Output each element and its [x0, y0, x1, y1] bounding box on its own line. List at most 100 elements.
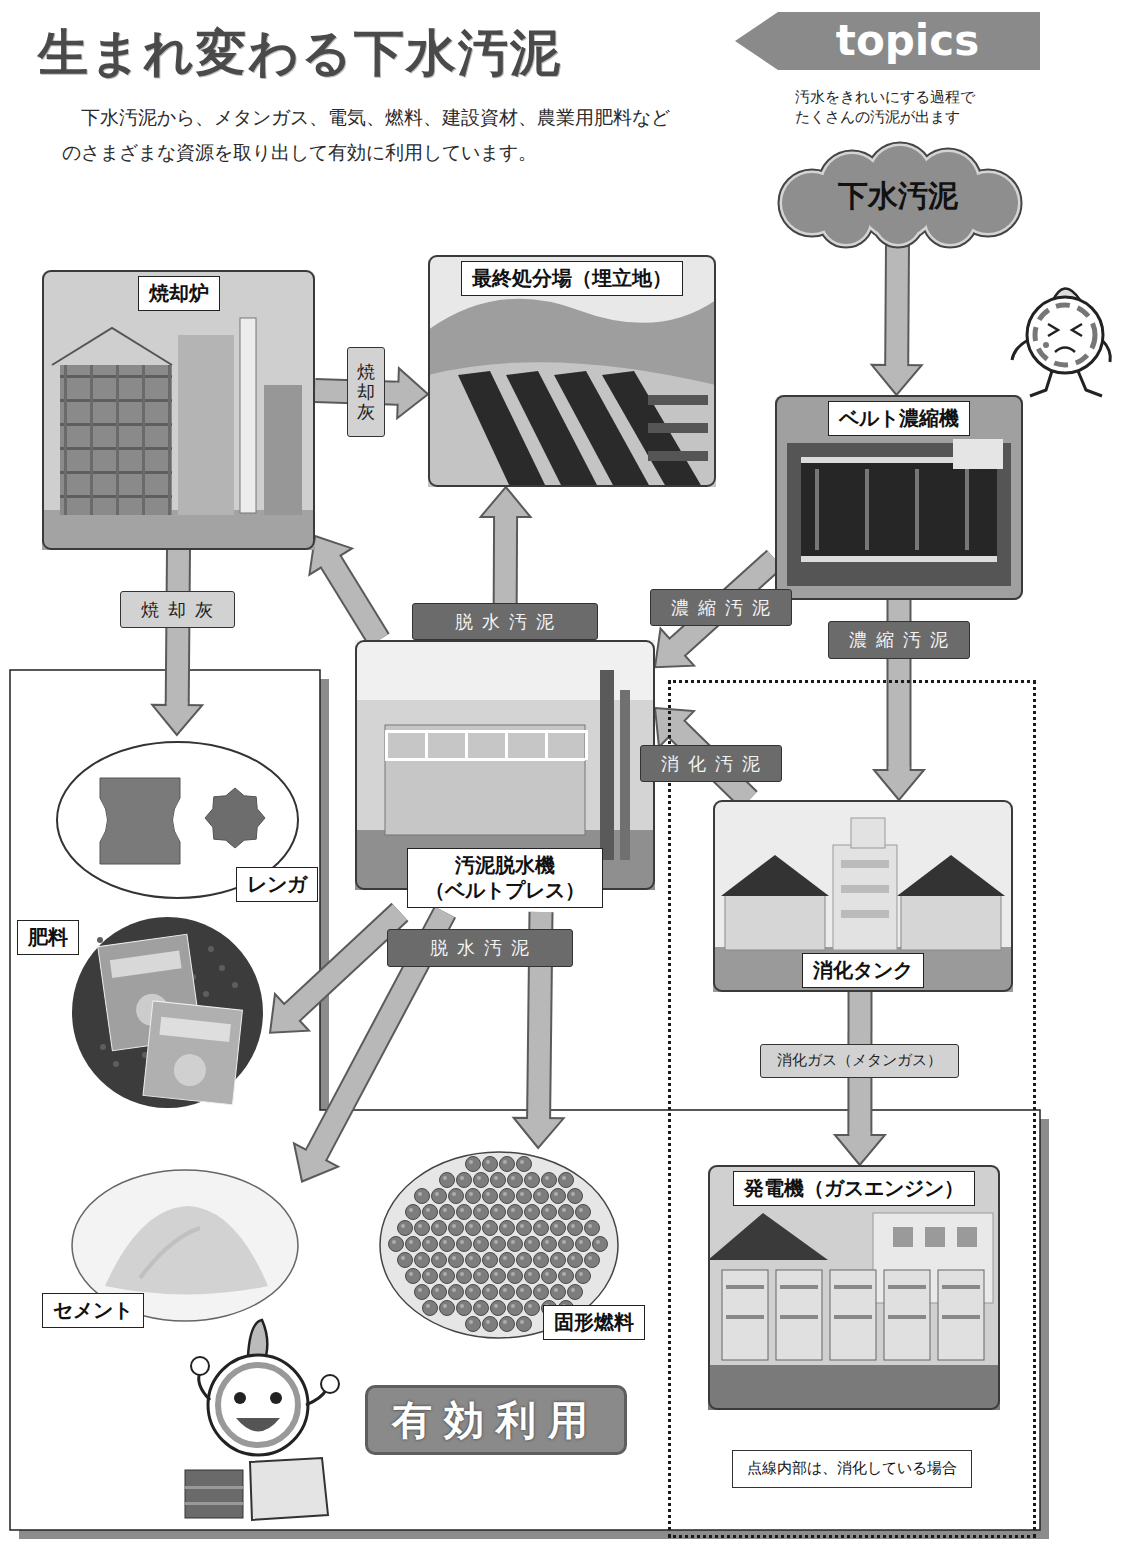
- pellet-shine: [511, 1240, 515, 1244]
- pellet: [551, 1221, 566, 1236]
- pellet: [491, 1205, 506, 1220]
- pellet: [466, 1253, 481, 1268]
- pellet-shine: [435, 1192, 439, 1196]
- vent: [942, 1285, 980, 1289]
- pellet-shine: [392, 1240, 396, 1244]
- soil-speck: [113, 1061, 119, 1067]
- pellet: [576, 1237, 591, 1252]
- pellet: [440, 1269, 455, 1284]
- topics-tag-holder: topics: [775, 12, 1040, 70]
- engine-unit: [830, 1270, 876, 1360]
- pellet: [500, 1221, 515, 1236]
- pellet: [534, 1189, 549, 1204]
- pellet: [415, 1189, 430, 1204]
- pellet-shine: [545, 1208, 549, 1212]
- pellet-shine: [494, 1208, 498, 1212]
- pellet: [483, 1221, 498, 1236]
- mascot-leg: [1030, 371, 1052, 396]
- pellet: [542, 1237, 557, 1252]
- mascot-worried: [1012, 288, 1110, 396]
- tower: [178, 335, 234, 515]
- pellet-shine: [571, 1288, 575, 1292]
- pellet-shine: [537, 1192, 541, 1196]
- pellet: [542, 1269, 557, 1284]
- pellet: [415, 1221, 430, 1236]
- pellet: [483, 1317, 498, 1332]
- pellet-shine: [562, 1240, 566, 1244]
- pellet: [568, 1285, 583, 1300]
- pellet: [432, 1253, 447, 1268]
- title-holder: 生まれ変わる下水汚泥: [38, 20, 562, 87]
- photo: [42, 270, 315, 550]
- soil-speck: [219, 965, 225, 971]
- pellet-shine: [486, 1256, 490, 1260]
- node-label: 下水汚泥: [838, 178, 958, 214]
- railing: [385, 758, 585, 761]
- pellet: [423, 1269, 438, 1284]
- edge-label-holder: 脱水汚泥: [412, 603, 598, 640]
- label-holder: 点線内部は、消化している場合: [732, 1450, 972, 1488]
- pellet-shine: [426, 1240, 430, 1244]
- pellet: [534, 1253, 549, 1268]
- arrow-joint: [889, 767, 910, 776]
- pellet: [525, 1237, 540, 1252]
- pellet: [440, 1205, 455, 1220]
- edge-label: 濃縮汚泥: [650, 589, 792, 626]
- engine-unit: [884, 1270, 930, 1360]
- pellet-shine: [418, 1256, 422, 1260]
- mascot-arm: [199, 1372, 210, 1400]
- pellet-shine: [452, 1288, 456, 1292]
- brick-stack: [185, 1470, 243, 1518]
- arrow-joint: [288, 1010, 295, 1016]
- pellet: [398, 1221, 413, 1236]
- label-holder: 下水汚泥: [838, 178, 958, 214]
- arrow-joint: [849, 1132, 870, 1141]
- topics-tag: topics: [775, 12, 1040, 70]
- pellet: [559, 1269, 574, 1284]
- mascot-hand: [191, 1357, 209, 1375]
- pellet-shine: [579, 1272, 583, 1276]
- pellet-shine: [486, 1320, 490, 1324]
- intro-text: 下水汚泥から、メタンガス、電気、燃料、建設資材、農業用肥料など のさまざまな資源…: [62, 100, 681, 170]
- mascot-eye: [1072, 324, 1082, 336]
- pellet: [491, 1173, 506, 1188]
- pellet: [517, 1285, 532, 1300]
- pellet-shine: [545, 1176, 549, 1180]
- tank-roof: [721, 855, 829, 896]
- pellet: [423, 1205, 438, 1220]
- arrow-shaft: [886, 243, 908, 365]
- pellet-shine: [503, 1224, 507, 1228]
- pellet: [483, 1189, 498, 1204]
- label-holder: 最終処分場（埋立地）: [461, 261, 683, 296]
- landfill-photo: 最終処分場（埋立地）: [428, 255, 716, 487]
- pellet-shine: [537, 1256, 541, 1260]
- sky: [428, 255, 716, 487]
- incinerator-photo: 焼却炉: [42, 270, 315, 550]
- sky: [708, 1165, 1000, 1410]
- topics-note-holder: 汚水をきれいにする過程で たくさんの汚泥が出ます: [795, 88, 984, 127]
- photo: [70, 910, 265, 1115]
- flow-arrow: [835, 992, 885, 1165]
- page-title: 生まれ変わる下水汚泥: [38, 20, 562, 87]
- pellet: [440, 1173, 455, 1188]
- edge-label: 脱水汚泥: [412, 603, 598, 640]
- photo-frame: [776, 396, 1022, 599]
- pellet: [517, 1157, 532, 1172]
- vent: [942, 1315, 980, 1319]
- pellet-shine: [469, 1256, 473, 1260]
- sky: [42, 270, 315, 550]
- pellet-shine: [409, 1272, 413, 1276]
- pellet: [423, 1301, 438, 1316]
- powder-shade: [140, 1228, 200, 1278]
- pellet: [415, 1285, 430, 1300]
- pellet-shine: [452, 1256, 456, 1260]
- railing: [385, 730, 585, 733]
- roller: [965, 469, 969, 550]
- pellet: [457, 1205, 472, 1220]
- flow-arrow: [872, 243, 922, 395]
- pellet: [440, 1301, 455, 1316]
- pellet-shine: [477, 1304, 481, 1308]
- pellet-shine: [554, 1224, 558, 1228]
- pellet: [517, 1221, 532, 1236]
- pellet-shine: [443, 1208, 447, 1212]
